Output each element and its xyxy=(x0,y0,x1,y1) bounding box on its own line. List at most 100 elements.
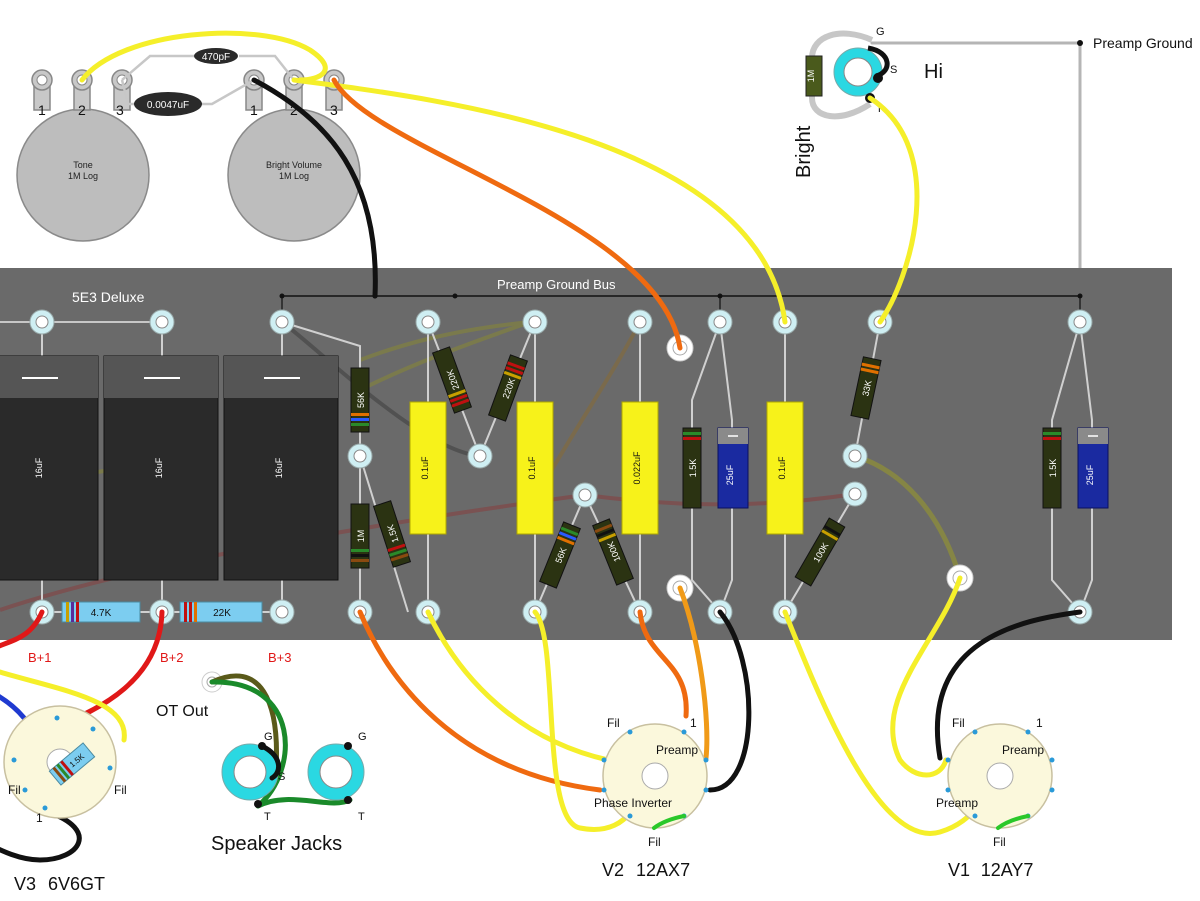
board-eyelets xyxy=(29,309,1093,625)
filter-cap-2: 16uF xyxy=(103,355,219,581)
bright-label: Bright xyxy=(793,125,815,178)
resistor-1m-label: 1M xyxy=(356,530,366,543)
hi-label: Hi xyxy=(924,61,943,83)
filter-cap-2-value: 16uF xyxy=(154,457,164,478)
tone-lug-2: 2 xyxy=(78,102,86,118)
resistor-56k-label: 56K xyxy=(356,392,366,408)
pot-cap-leads xyxy=(120,54,295,106)
speaker-jack-g2: G xyxy=(358,731,367,743)
resistor-220k-a: 220K xyxy=(431,346,473,414)
v2-section-preamp: Preamp xyxy=(656,743,698,757)
v1-fil-top: Fil xyxy=(952,716,965,730)
preamp-ground-wire: Preamp Ground xyxy=(870,35,1193,298)
volume-lug-3: 3 xyxy=(330,102,338,118)
resistor-1m: 1M xyxy=(350,503,370,569)
v2-fil-bottom: Fil xyxy=(648,835,661,849)
pot-lug-numbers: 1 2 3 1 2 3 xyxy=(38,102,338,118)
v1-pin-1: 1 xyxy=(1036,716,1043,730)
cap-25uf-a-label: 25uF xyxy=(725,464,735,485)
cap-25uf-b: 25uF xyxy=(1077,427,1109,509)
v2-section-phase-inverter: Phase Inverter xyxy=(594,796,672,810)
power-resistor-1-value: 4.7K xyxy=(91,608,112,619)
cap-0047uf-label: 0.0047uF xyxy=(147,100,189,111)
cap-25uf-a: 25uF xyxy=(717,427,749,509)
bright-volume-pot: Bright Volume 1M Log xyxy=(227,108,361,242)
tone-lug-3: 3 xyxy=(116,102,124,118)
b-plus-labels: B+1 B+2 B+3 xyxy=(28,650,292,665)
resistor-1-5k-c-label: 1.5K xyxy=(1048,459,1058,478)
input-jack-s: S xyxy=(890,64,897,76)
speaker-jack-t2: T xyxy=(358,811,365,823)
cap-470pf-label: 470pF xyxy=(202,52,230,63)
resistor-1-5k-b: 1.5K xyxy=(682,427,702,509)
resistor-100k-b: 100K xyxy=(794,517,846,587)
v1-section-a: Preamp xyxy=(1002,743,1044,757)
power-resistor-22k: 22K xyxy=(179,601,263,623)
power-resistor-4-7k: 4.7K xyxy=(61,601,141,623)
v3-fil-right: Fil xyxy=(114,783,127,797)
speaker-jacks: G S T G T Speaker Jacks xyxy=(209,673,367,855)
resistor-100k-a: 100K xyxy=(592,518,634,586)
v3-pin-1: 1 xyxy=(36,811,43,825)
power-resistor-2-value: 22K xyxy=(213,608,231,619)
cap-470pf: 470pF xyxy=(194,48,238,64)
board-title: 5E3 Deluxe xyxy=(72,289,145,305)
b-plus-2: B+2 xyxy=(160,650,184,665)
tone-pot-name: Tone xyxy=(73,160,93,170)
cap-0-022uf: 0.022uF xyxy=(621,401,659,535)
filter-cap-3-value: 16uF xyxy=(274,457,284,478)
tone-lug-1: 1 xyxy=(38,102,46,118)
filter-cap-3: 16uF xyxy=(223,355,339,581)
filter-caps: 16uF 16uF 16uF xyxy=(0,355,339,581)
cap-0-1uf-b-label: 0.1uF xyxy=(527,456,537,480)
filter-cap-1: 16uF xyxy=(0,355,99,581)
cap-0-022uf-label: 0.022uF xyxy=(632,451,642,485)
resistor-33k: 33K xyxy=(850,356,882,420)
speaker-jack-g: G xyxy=(264,731,273,743)
v3-fil-left: Fil xyxy=(8,783,21,797)
v2-fil-top: Fil xyxy=(607,716,620,730)
input-resistor-label: 1M xyxy=(806,70,816,83)
tone-pot: Tone 1M Log xyxy=(16,108,150,242)
cap-0-1uf-c-label: 0.1uF xyxy=(777,456,787,480)
v3-resistor: 1.5K xyxy=(48,742,96,786)
speaker-jack-s: S xyxy=(278,771,285,783)
filter-cap-1-value: 16uF xyxy=(34,457,44,478)
input-jack-g: G xyxy=(876,26,885,38)
cap-0-1uf-a-label: 0.1uF xyxy=(420,456,430,480)
input-jack-t: T xyxy=(876,103,883,115)
resistor-220k-b: 220K xyxy=(487,354,529,422)
resistor-1-5k-b-label: 1.5K xyxy=(688,459,698,478)
resistor-1-5k: 1.5K xyxy=(372,500,412,568)
v2-pin-1: 1 xyxy=(690,716,697,730)
preamp-ground-label: Preamp Ground xyxy=(1093,35,1193,51)
b-plus-3: B+3 xyxy=(268,650,292,665)
cap-0047uf: 0.0047uF xyxy=(134,92,202,116)
tone-pot-value: 1M Log xyxy=(68,171,98,181)
v1-section-b: Preamp xyxy=(936,796,978,810)
cap-0-1uf-b: 0.1uF xyxy=(516,401,554,535)
input-jack: 1M G S T Hi Bright xyxy=(793,26,943,178)
cap-0-1uf-c: 0.1uF xyxy=(766,401,804,535)
b-plus-1: B+1 xyxy=(28,650,52,665)
resistor-56k: 56K xyxy=(350,367,370,433)
speaker-jacks-label: Speaker Jacks xyxy=(211,833,342,855)
volume-pot-value: 1M Log xyxy=(279,171,309,181)
resistor-56k-b: 56K xyxy=(539,521,581,589)
speaker-jack-t: T xyxy=(264,811,271,823)
resistor-1-5k-c: 1.5K xyxy=(1042,427,1062,509)
volume-lug-1: 1 xyxy=(250,102,258,118)
ot-out: OT Out xyxy=(156,671,223,720)
wires xyxy=(0,30,1083,863)
resistor-33k-label: 33K xyxy=(860,379,873,397)
ground-bus-label: Preamp Ground Bus xyxy=(497,277,616,292)
cap-25uf-b-label: 25uF xyxy=(1085,464,1095,485)
ot-out-label: OT Out xyxy=(156,703,209,720)
v1-fil-bottom: Fil xyxy=(993,835,1006,849)
